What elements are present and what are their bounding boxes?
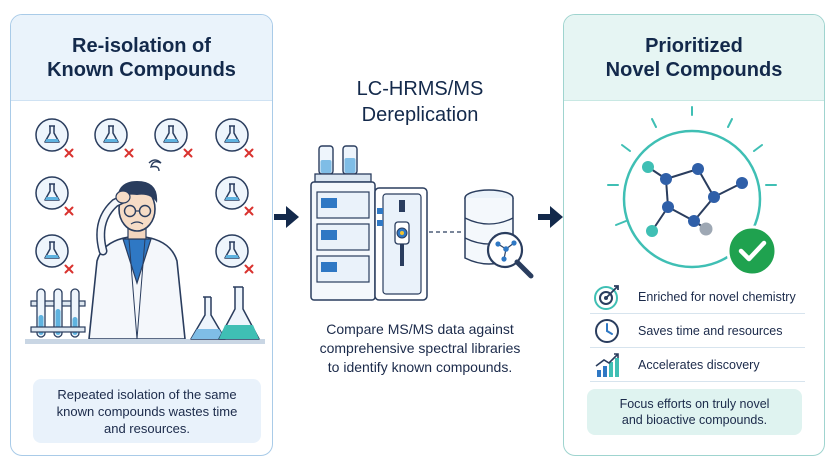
reject-x-icon xyxy=(183,148,193,158)
center-illustration xyxy=(310,145,534,301)
magnifier-molecule-icon xyxy=(486,231,534,279)
reject-x-icon xyxy=(64,148,74,158)
left-illustration xyxy=(25,118,265,344)
flask-icon xyxy=(35,176,69,210)
right-footer-note: Focus efforts on truly novel and bioacti… xyxy=(587,389,802,435)
left-footer-note: Repeated isolation of the same known com… xyxy=(33,379,261,443)
flask-icon xyxy=(215,118,249,152)
clock-icon xyxy=(590,316,624,346)
flask-icon xyxy=(94,118,128,152)
reject-x-icon xyxy=(244,148,254,158)
arrow-right-icon xyxy=(274,206,299,228)
test-tube-rack-icon xyxy=(30,288,86,338)
highlight-ring xyxy=(622,129,762,269)
target-icon xyxy=(590,282,624,312)
flask-icon xyxy=(154,118,188,152)
left-panel: Re-isolation of Known Compounds xyxy=(10,14,273,456)
flask-icon xyxy=(215,234,249,268)
reject-x-icon xyxy=(124,148,134,158)
lc-ms-instrument-icon xyxy=(310,145,428,301)
reject-x-icon xyxy=(244,264,254,274)
novel-compound-illustration xyxy=(607,106,778,277)
center-title: LC-HRMS/MS Dereplication xyxy=(356,78,484,126)
benefit-item-accelerates: Accelerates discovery xyxy=(590,348,805,382)
erlenmeyer-flask-icon xyxy=(190,296,226,340)
left-panel-title: Re-isolation of Known Compounds xyxy=(11,15,272,101)
benefit-label: Saves time and resources xyxy=(638,323,783,338)
reject-x-icon xyxy=(64,206,74,216)
right-panel: Prioritized Novel Compounds xyxy=(563,14,825,456)
right-panel-title: Prioritized Novel Compounds xyxy=(564,15,824,101)
novel-molecule-icon xyxy=(642,161,748,237)
benefit-label: Accelerates discovery xyxy=(638,357,760,372)
erlenmeyer-flask-icon xyxy=(218,286,260,340)
flask-icon xyxy=(35,118,69,152)
benefit-label: Enriched for novel chemistry xyxy=(638,289,796,304)
frustrated-scientist-icon xyxy=(88,159,186,340)
center-caption: Compare MS/MS data against comprehensive… xyxy=(319,321,521,375)
flask-icon xyxy=(215,176,249,210)
arrow-right-icon xyxy=(538,206,563,228)
benefit-item-saves-time: Saves time and resources xyxy=(590,314,805,348)
check-badge-icon xyxy=(726,225,778,277)
lab-bench xyxy=(25,339,265,344)
highlight-rays xyxy=(607,106,777,226)
reject-x-icon xyxy=(64,264,74,274)
growth-chart-icon xyxy=(590,350,624,380)
benefit-item-novel-chemistry: Enriched for novel chemistry xyxy=(590,280,805,314)
flask-icon xyxy=(35,234,69,268)
reject-x-icon xyxy=(244,206,254,216)
